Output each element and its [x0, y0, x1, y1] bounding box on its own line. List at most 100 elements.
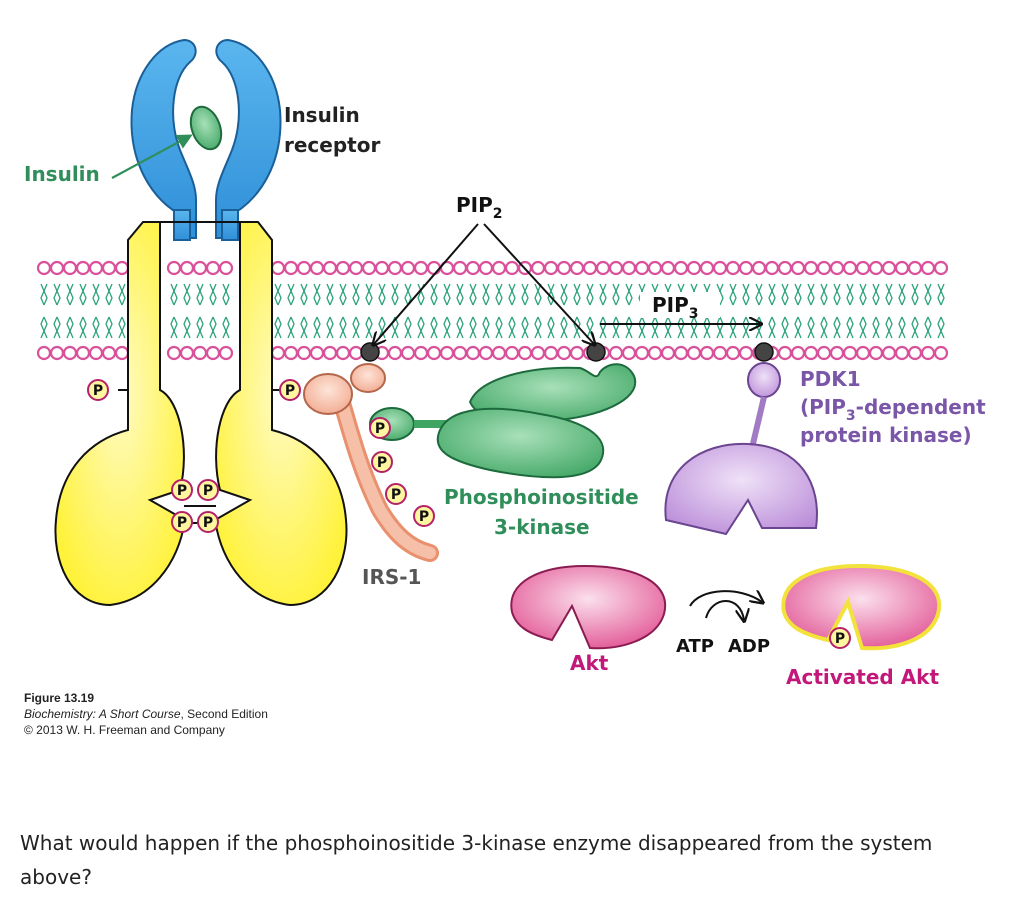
phosphate-label: P [285, 383, 295, 399]
lipid-tail [459, 316, 464, 339]
lipid-tail [407, 316, 412, 339]
lipid-tail [602, 283, 607, 306]
lipid-head [62, 345, 78, 361]
figure-source: Biochemistry: A Short Course, Second Edi… [24, 706, 268, 722]
lipid-head [218, 345, 234, 361]
lipid-tail [576, 283, 581, 306]
alpha-subunit-left [130, 38, 197, 239]
lipid-head [907, 260, 923, 276]
lipid-tail [446, 316, 451, 339]
lipid-tail [784, 316, 789, 339]
lipid-tail [690, 316, 695, 339]
lipid-head [868, 345, 884, 361]
atp-adp-arrows [689, 591, 762, 620]
lipid-tail [781, 316, 786, 339]
pi3k-enzyme [369, 363, 637, 479]
lipid-tail [446, 283, 451, 306]
lipid-head [660, 345, 676, 361]
lipid-tail [771, 316, 776, 339]
lipid-tail [456, 283, 461, 306]
lipid-tail [875, 283, 880, 306]
lipid-tail [53, 283, 58, 306]
lipid-head [452, 345, 468, 361]
lipid-head [439, 345, 455, 361]
lipid-head [361, 260, 377, 276]
lipid-tail [196, 316, 201, 339]
lipid-tail [430, 283, 435, 306]
lipid-head [816, 345, 832, 361]
pdk1-label-line3: protein kinase) [800, 423, 972, 447]
lipid-head [348, 345, 364, 361]
lipid-tail [430, 316, 435, 339]
book-edition: , Second Edition [180, 707, 268, 721]
pip2-arrow-right [483, 223, 594, 344]
pdk1-enzyme [664, 362, 818, 536]
lipid-head [374, 260, 390, 276]
pdk1-label-line2: (PIP3-dependent [800, 395, 986, 424]
figure-caption: Figure 13.19 Biochemistry: A Short Cours… [24, 690, 268, 738]
lipid-tail [732, 316, 737, 339]
lipid-tail [521, 316, 526, 339]
pip2-arrow-left [374, 223, 479, 344]
activation-arrow [689, 591, 762, 607]
lipid-tail [563, 316, 568, 339]
lipid-tail [573, 316, 578, 339]
lipid-tail [417, 283, 422, 306]
lipid-head [725, 345, 741, 361]
phosphate-group: P [829, 627, 851, 649]
lipid-tail [339, 316, 344, 339]
lipid-tail [927, 316, 932, 339]
lipid-tail [703, 316, 708, 339]
pip3-label: PIP3 [652, 293, 699, 322]
lipid-tail [209, 283, 214, 306]
lipid-head [491, 260, 507, 276]
lipid-head [413, 345, 429, 361]
lipid-tail [732, 283, 737, 306]
lipid-tail [456, 316, 461, 339]
lipid-tail [820, 283, 825, 306]
lipid-tail [927, 283, 932, 306]
lipid-tail [885, 283, 890, 306]
lipid-head [62, 260, 78, 276]
lipid-head [166, 345, 182, 361]
lipid-head [205, 260, 221, 276]
lipid-tail [937, 316, 942, 339]
lipid-tail [209, 316, 214, 339]
lipid-tail [846, 283, 851, 306]
lipid-head [426, 260, 442, 276]
lipid-tail [92, 283, 97, 306]
lipid-head [270, 345, 286, 361]
lipid-tail [664, 316, 669, 339]
lipid-tail [742, 316, 747, 339]
lipid-tail [274, 283, 279, 306]
lipid-head [530, 345, 546, 361]
akt-label: Akt [570, 651, 609, 675]
lipid-tail [742, 283, 747, 306]
lipid-tail [888, 316, 893, 339]
lipid-tail [53, 316, 58, 339]
phosphate-circle [369, 417, 391, 439]
lipid-head [673, 260, 689, 276]
lipid-tail [862, 316, 867, 339]
lipid-tail [612, 283, 617, 306]
lipid-tail [459, 283, 464, 306]
lipid-tail [810, 316, 815, 339]
phosphate-group: P [385, 483, 407, 505]
lipid-tail [693, 316, 698, 339]
phosphate-group: P [279, 379, 301, 401]
lipid-tail [313, 316, 318, 339]
lipid-tail [680, 316, 685, 339]
lipid-head [400, 345, 416, 361]
lipid-head [660, 260, 676, 276]
lipid-tail [498, 283, 503, 306]
lipid-tail [924, 283, 929, 306]
lipid-head [608, 260, 624, 276]
lipid-tail [508, 316, 513, 339]
lipid-tail [300, 316, 305, 339]
lipid-tail [836, 316, 841, 339]
lipid-tail [524, 283, 529, 306]
lipid-tail [222, 316, 227, 339]
lipid-head [751, 260, 767, 276]
atp-label: ATP [676, 636, 714, 657]
phosphate-circle [171, 479, 193, 501]
